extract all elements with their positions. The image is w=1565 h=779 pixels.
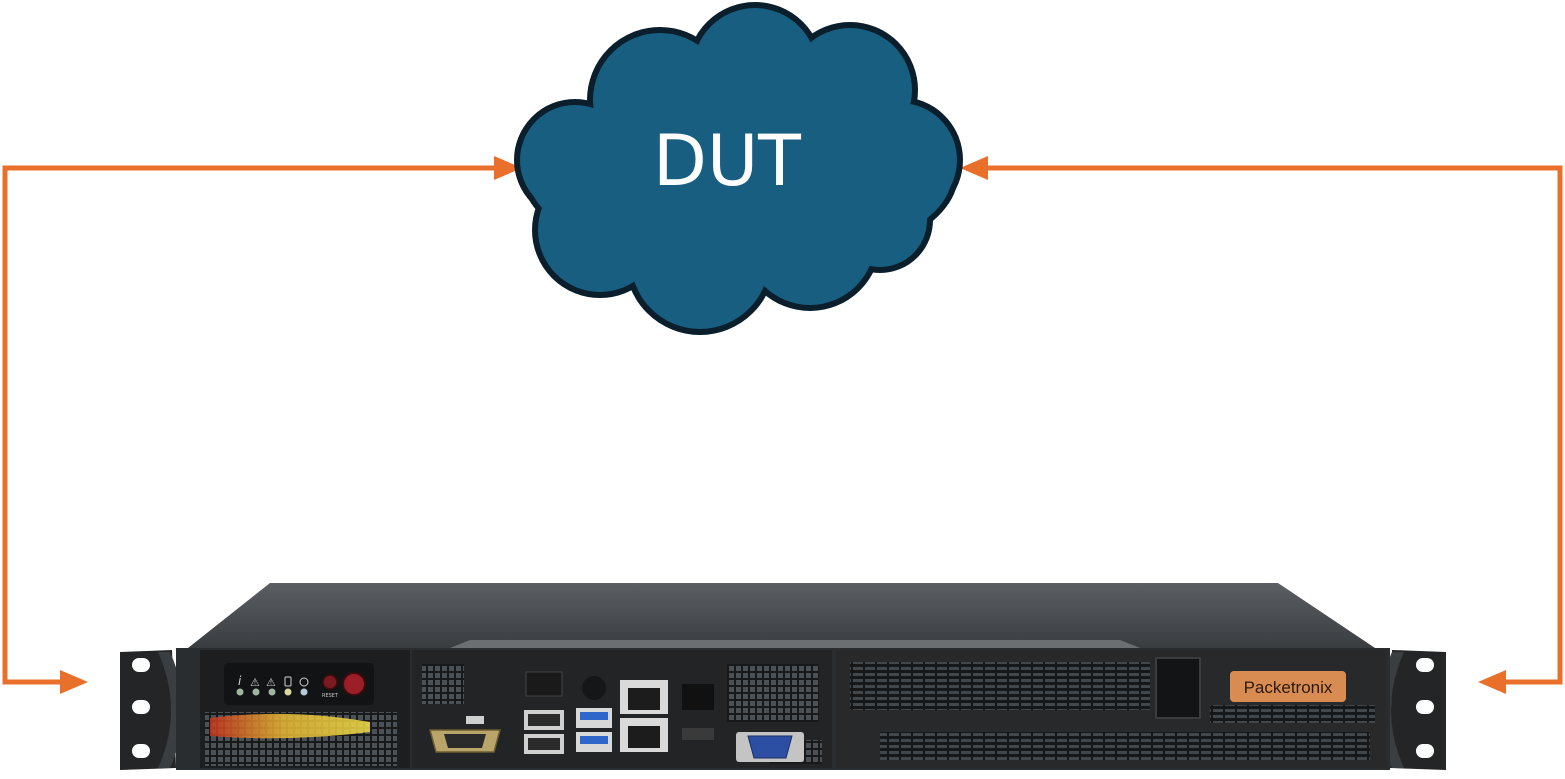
- network-alert-icon: ⚠: [250, 676, 260, 689]
- control-panel: i ⚠ ⚠ RESET: [200, 650, 410, 768]
- led-3: [268, 688, 276, 696]
- serial-port[interactable]: [429, 716, 501, 753]
- power-button[interactable]: [342, 672, 366, 696]
- brand-plate: [1230, 671, 1346, 702]
- drive-icon: [284, 676, 292, 687]
- server-lid-seam: [450, 640, 1140, 648]
- led-4: [284, 688, 292, 696]
- left-link-line: [2, 165, 500, 685]
- dut-label: DUT: [653, 120, 801, 202]
- warning-icon: ⚠: [266, 676, 276, 689]
- power-icon: [299, 677, 309, 687]
- aux-ports: [682, 684, 714, 710]
- server-appliance: i ⚠ ⚠ RESET: [120, 583, 1446, 770]
- drive-bay-grille-bottom: [880, 732, 1370, 760]
- led-5: [300, 688, 308, 696]
- right-link-arrowhead-server: [1478, 670, 1506, 694]
- drive-latch[interactable]: [1155, 657, 1201, 719]
- drive-bay: Packetronix: [836, 650, 1386, 768]
- reset-label: RESET: [322, 693, 339, 699]
- cmos-fan-vent: [582, 676, 606, 700]
- left-link-arrowhead-dut: [494, 156, 522, 180]
- brand-label: Packetronix: [1244, 678, 1333, 697]
- led-2: [252, 688, 260, 696]
- server-lid: [188, 583, 1375, 648]
- left-link-arrowhead-server: [60, 670, 88, 694]
- reset-button[interactable]: [322, 674, 338, 690]
- right-link-arrowhead-dut: [960, 156, 988, 180]
- sfp-ports[interactable]: [524, 671, 564, 754]
- debug-leds: [682, 728, 714, 740]
- right-link-line: [980, 165, 1563, 685]
- ethernet-ports[interactable]: [620, 680, 668, 752]
- io-grille-mid: [727, 664, 819, 722]
- dut-cloud: DUT: [514, 2, 963, 335]
- fan-blade-color: [210, 713, 370, 739]
- cloud-fill: [520, 8, 957, 329]
- io-grille-left: [422, 664, 464, 704]
- rack-ear-left: [120, 650, 183, 770]
- vga-port[interactable]: [736, 732, 804, 762]
- usb-ports[interactable]: [576, 708, 612, 752]
- led-1: [236, 688, 244, 696]
- connector-lines: [2, 156, 1563, 694]
- io-panel: [412, 650, 832, 768]
- drive-bay-grille-right: [1210, 705, 1375, 723]
- drive-bay-grille-top: [850, 662, 1150, 710]
- info-icon: i: [238, 674, 242, 688]
